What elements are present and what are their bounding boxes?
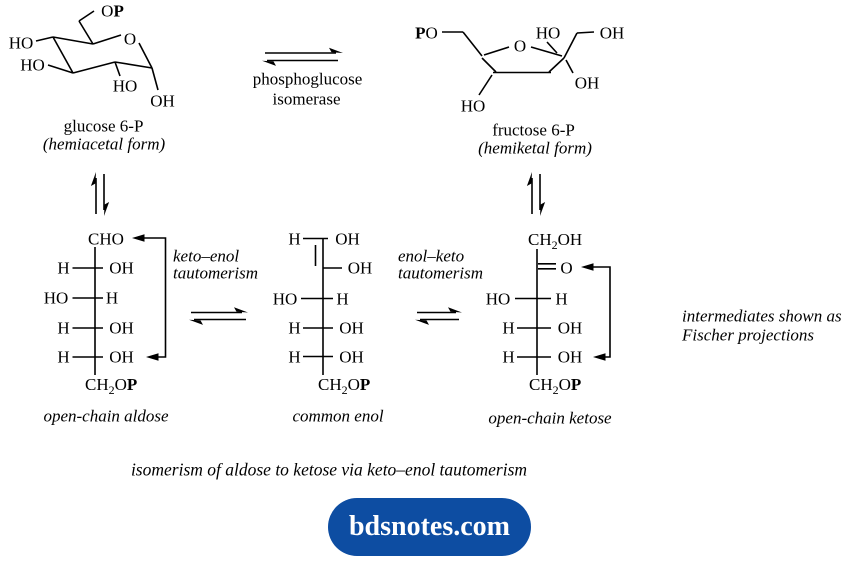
fructose-ring-bonds — [442, 31, 595, 96]
aldose-row4-right: OH — [109, 347, 134, 367]
ketose-ch2op-label: CH2OP — [529, 374, 582, 397]
glucose-oh-anomeric-label: OH — [150, 91, 175, 110]
aldose-ch2op-label: CH2OP — [85, 374, 138, 397]
enzyme-name-line1: phosphoglucose — [252, 69, 363, 89]
figure-caption: isomerism of aldose to ketose via keto–e… — [130, 459, 528, 480]
aldose-caption: open-chain aldose — [43, 406, 169, 425]
aldose-row3-right: OH — [109, 318, 134, 338]
glucose-c6-phosphate-label: OP — [101, 1, 124, 20]
ketose-fischer-bonds — [515, 249, 556, 375]
glucose-ho-bottom-label: HO — [112, 76, 138, 95]
ketose-caption: open-chain ketose — [488, 408, 612, 428]
enol-row4-left: H — [288, 318, 301, 338]
enol-row4-right: OH — [339, 318, 364, 338]
keto-enol-label-line1: keto–enol — [173, 246, 240, 266]
fructose-oh-right-label: OH — [599, 23, 625, 42]
fructose-name: fructose 6-P — [492, 120, 575, 139]
ketose-row4-left: H — [502, 318, 515, 338]
aldose-row2-left: HO — [43, 288, 69, 308]
aldose-row2-right: H — [105, 288, 119, 308]
bdsnotes-logo-text: bdsnotes.com — [348, 511, 510, 542]
glucose-form-label: (hemiacetal form) — [42, 134, 166, 153]
ketose-keto-oxygen-label: O — [560, 258, 573, 277]
fructose-ho-bottom-label: HO — [460, 96, 486, 115]
enol-row5-right: OH — [339, 347, 364, 366]
fructose-c6-phosphate-label: PO — [415, 23, 438, 42]
ketose-row4-right: OH — [557, 318, 583, 338]
aldose-cho-label: CHO — [88, 229, 124, 248]
glucose-ring-bonds — [35, 10, 159, 91]
enol-row5-left: H — [288, 347, 301, 366]
enol-row1-left: H — [288, 229, 301, 248]
ketose-row3-left: HO — [485, 289, 511, 308]
enol-row2-right: OH — [347, 258, 373, 278]
equilibrium-arrow-fructose-vertical — [526, 172, 546, 216]
glucose-ring-oxygen-label: O — [123, 29, 137, 48]
aldose-row1-right: OH — [109, 258, 134, 278]
bdsnotes-logo[interactable]: bdsnotes.com — [328, 498, 531, 556]
ketose-row5-right: OH — [557, 347, 583, 367]
equilibrium-arrow-aldose-enol — [189, 307, 248, 325]
enzyme-name-line2: isomerase — [272, 89, 341, 108]
equilibrium-arrow-enol-ketose — [415, 307, 462, 325]
ketose-tautomerism-bracket-arrow — [581, 263, 611, 361]
intermediates-note-line1: intermediates shown as — [682, 306, 842, 326]
ketose-ch2oh-label: CH2OH — [528, 230, 583, 252]
ketose-row3-right: H — [555, 289, 568, 308]
aldose-row1-left: H — [57, 258, 70, 278]
glucose-ho-mid-label: HO — [20, 55, 45, 74]
aldose-row4-left: H — [57, 347, 70, 367]
fructose-ho-top-label: HO — [535, 23, 561, 42]
keto-enol-label-line2: tautomerism — [173, 263, 258, 282]
enol-fischer-bonds — [301, 237, 342, 375]
glucose-name: glucose 6-P — [63, 116, 144, 135]
glucose-ho-top-label: HO — [8, 33, 34, 52]
enol-keto-label-line1: enol–keto — [398, 246, 465, 266]
enol-row3-left: HO — [272, 289, 298, 308]
fructose-form-label: (hemiketal form) — [478, 138, 592, 157]
fructose-ring-oxygen-label: O — [513, 36, 527, 55]
enol-keto-label-line2: tautomerism — [398, 263, 483, 282]
ketose-row5-left: H — [502, 347, 515, 367]
enol-caption: common enol — [292, 406, 384, 425]
intermediates-note-line2: Fischer projections — [682, 325, 815, 344]
equilibrium-arrow-enzyme — [262, 47, 343, 66]
aldose-tautomerism-bracket-arrow — [132, 234, 167, 361]
enol-row1-right: OH — [335, 229, 360, 248]
aldose-row3-left: H — [57, 318, 70, 338]
enol-row3-right: H — [336, 289, 349, 308]
enol-ch2op-label: CH2OP — [318, 374, 371, 397]
equilibrium-arrow-glucose-vertical — [90, 172, 110, 216]
aldose-fischer-bonds — [72, 247, 103, 375]
fructose-oh-below-label: OH — [574, 73, 600, 92]
